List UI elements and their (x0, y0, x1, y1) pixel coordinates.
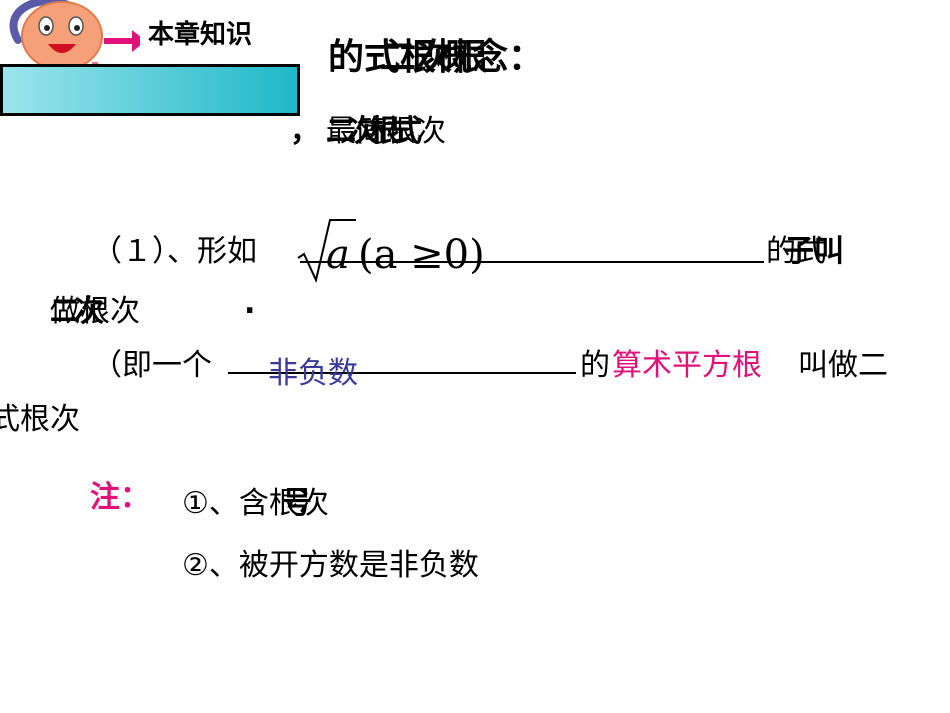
item2-line2: 式根次 (0, 402, 80, 437)
item2-mid: 的 (580, 348, 610, 383)
header-banner (0, 64, 300, 116)
note-point1-a: ①、含根次 (182, 486, 329, 521)
item1-suffix-a: 的式 (766, 234, 826, 269)
item1-blank-line (300, 261, 764, 263)
item1-line2: 做根次 二次 (50, 286, 190, 329)
item1-suffix: 的式 子叫 (766, 226, 866, 269)
item1-prefix: （１）、形如 (92, 234, 257, 269)
subtitle-layer-b: 二次根式 (326, 114, 422, 149)
item1-line2-a: 做根次 (50, 294, 140, 329)
item1-line2-b: 二次 (50, 294, 104, 329)
note-point1: ①、含根次 号 (182, 478, 402, 521)
radicand: a (326, 232, 350, 278)
note-point1-b: 号 (282, 486, 312, 521)
subtitle-comma: ， (290, 114, 320, 149)
sqrt-expression: a (a ≥0) (296, 214, 506, 284)
subtitle: ， 最简根次 二次根式 (290, 106, 510, 149)
chapter-label: 本章知识 (148, 20, 253, 50)
item2-blank-answer: 非负数 (268, 356, 358, 391)
item2-highlight: 算术平方根 (612, 348, 762, 383)
note-point2: ②、被开方数是非负数 (182, 548, 479, 583)
note-label: 注： (90, 480, 150, 515)
page-title: 的式根概念： 二次根 (328, 28, 598, 78)
condition: (a ≥0) (358, 232, 485, 278)
item2-prefix: （即一个 (92, 348, 212, 383)
item1-suffix-b: 子叫 (784, 234, 844, 269)
item1-period: . (244, 286, 256, 321)
item2-suffix: 叫做二 (798, 348, 888, 383)
subtitle-layer-a: 最简根次 (326, 114, 446, 149)
item2-blank-line (228, 372, 576, 374)
title-layer-a: 的式根概念： (328, 37, 545, 78)
title-layer-b: 二次根 (380, 37, 489, 78)
